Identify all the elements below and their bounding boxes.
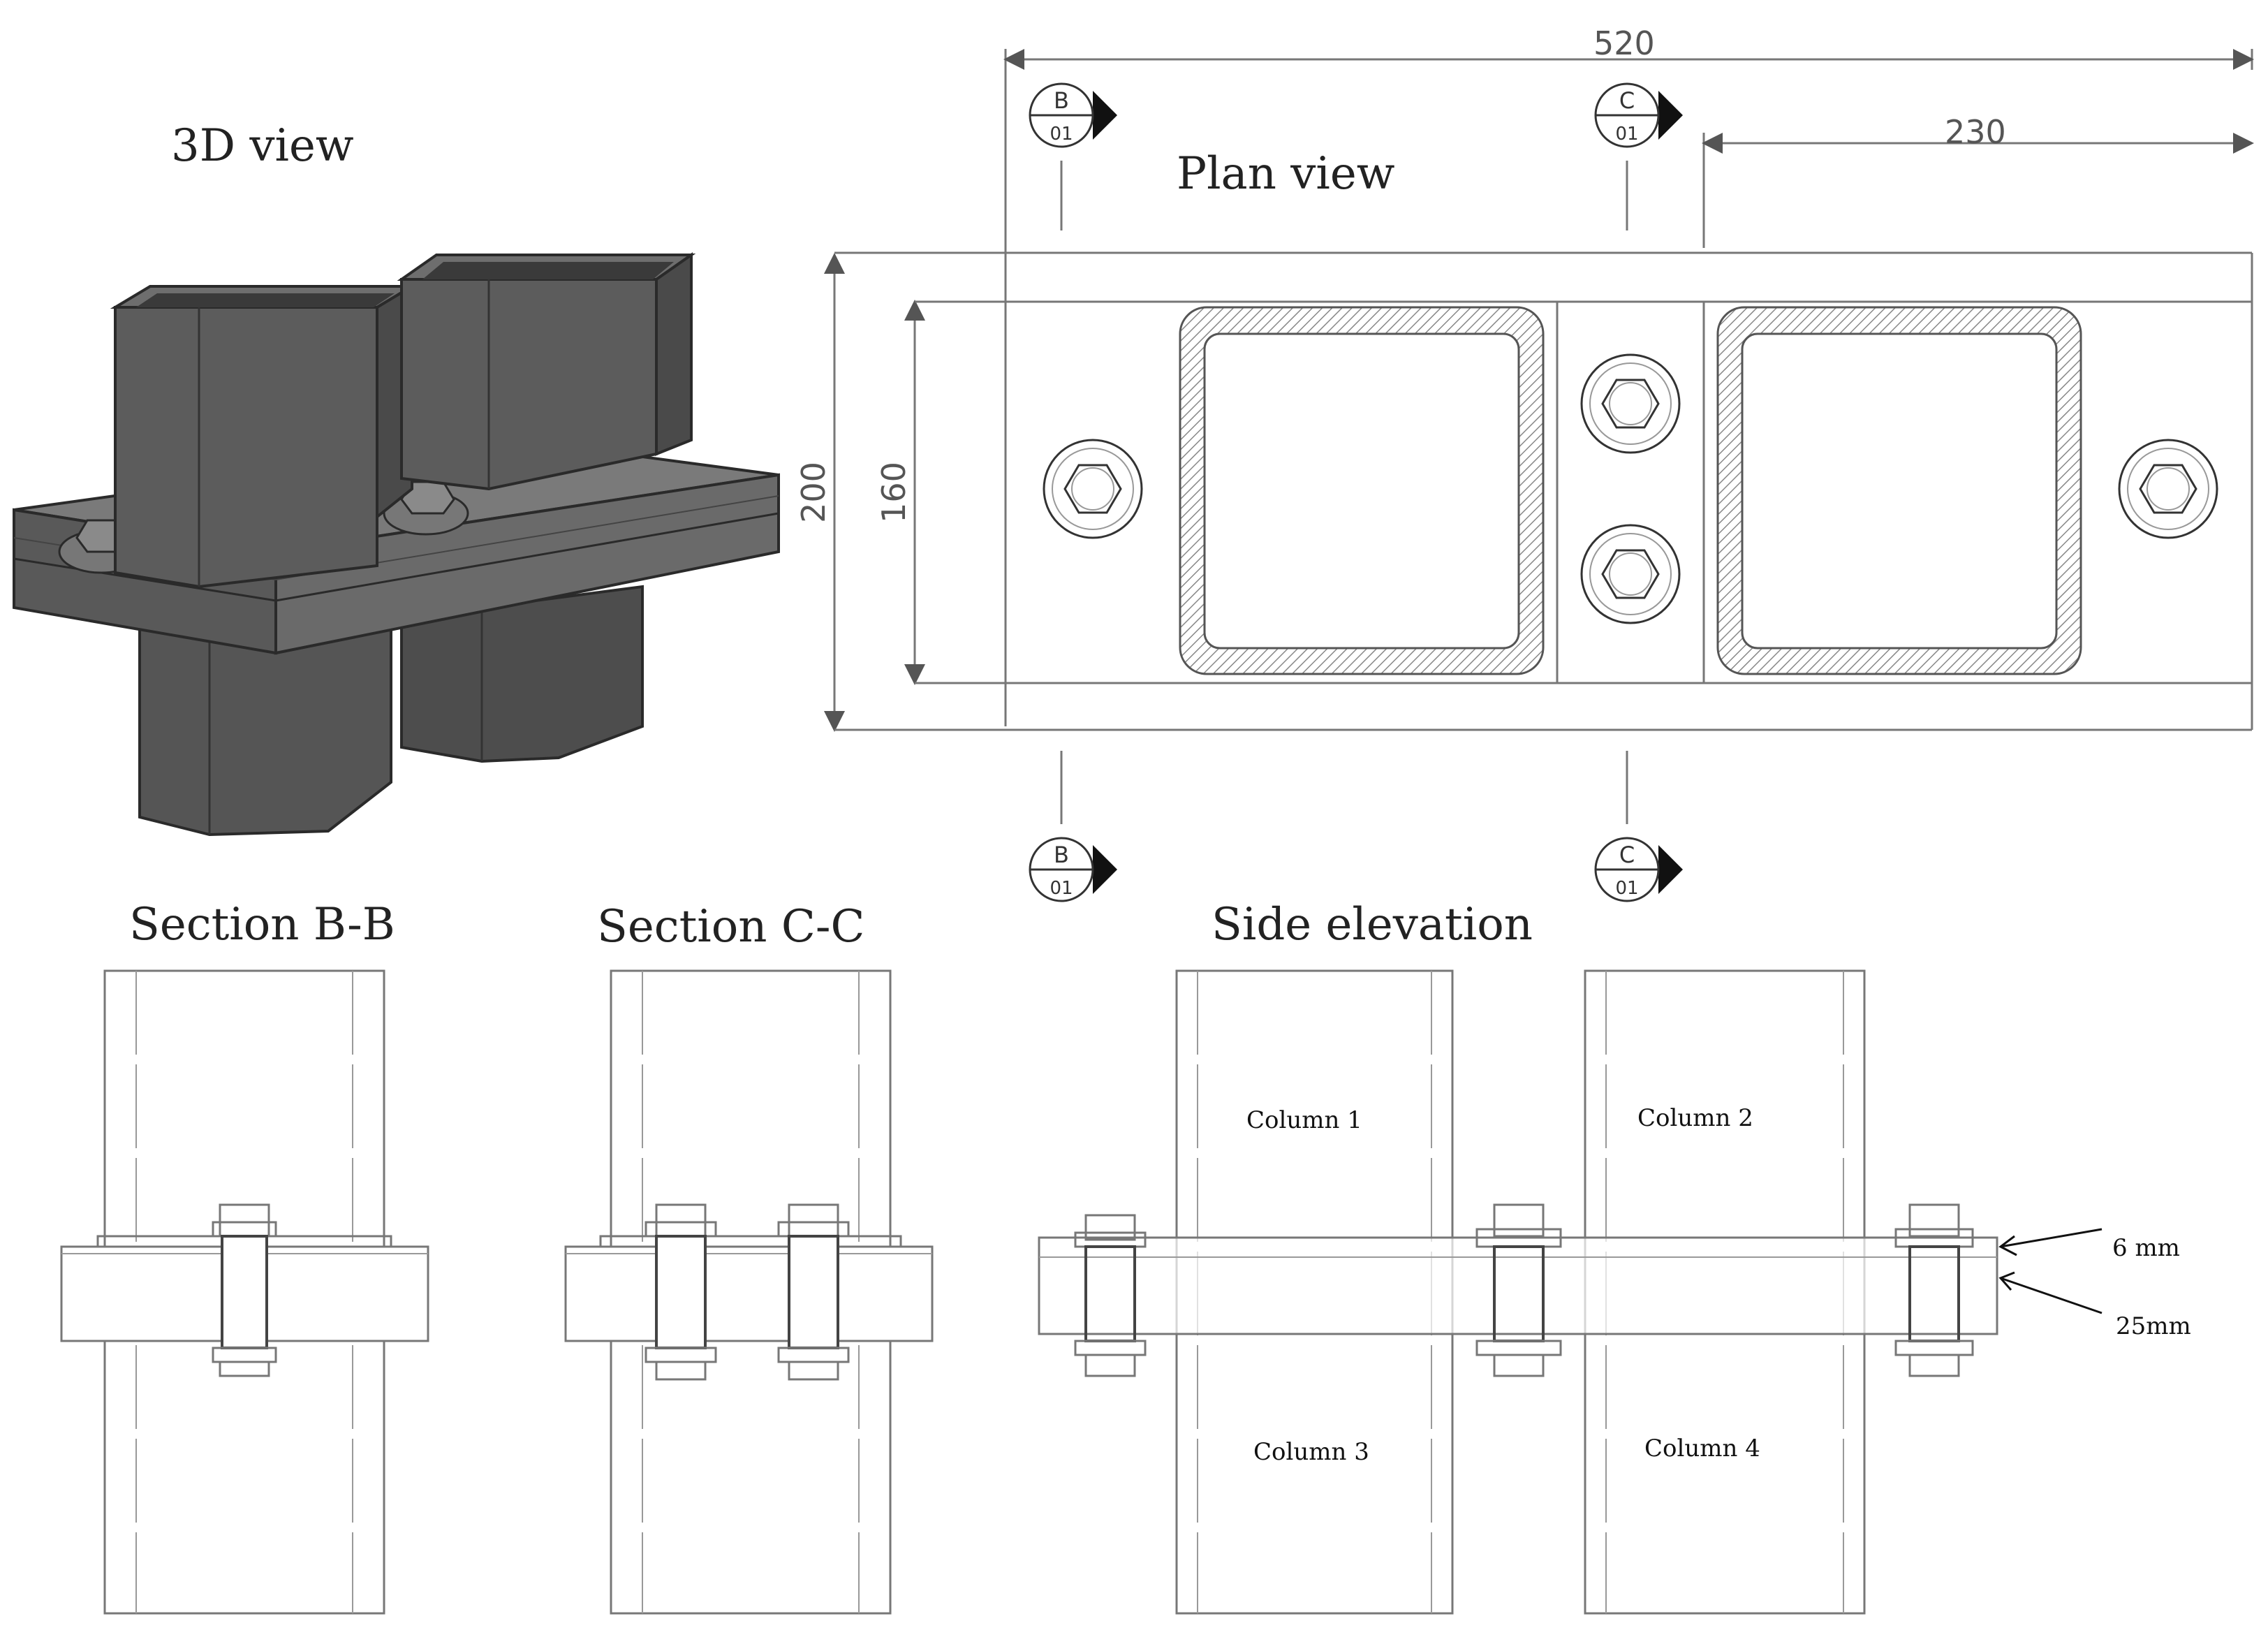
plan-view-title: Plan view	[1177, 148, 1395, 200]
plate-thickness-25mm: 25mm	[2116, 1312, 2191, 1340]
side-elevation: Side elevation	[1038, 899, 2191, 1615]
section-marker-c-bottom-letter: C	[1619, 842, 1635, 868]
plan-bolt-middle-bottom	[1580, 524, 1681, 624]
section-b-b-title: Section B-B	[129, 899, 395, 951]
section-b-bolt	[212, 1203, 277, 1377]
section-b-b: Section B-B	[60, 899, 429, 1615]
dimension-200-label: 200	[795, 462, 832, 523]
column-2-label: Column 2	[1637, 1104, 1753, 1132]
section-marker-b-top-sheet: 01	[1050, 124, 1073, 145]
side-bolt-middle	[1475, 1203, 1562, 1377]
plan-bolt-middle-top	[1580, 353, 1681, 454]
column-1-label: Column 1	[1246, 1106, 1362, 1134]
section-marker-b-bottom-sheet: 01	[1050, 878, 1073, 899]
plan-bolt-right	[2118, 439, 2218, 539]
dimension-160: 160	[875, 300, 925, 685]
view-3d-title: 3D view	[171, 120, 354, 172]
dimension-200: 200	[795, 253, 845, 732]
section-c-c-title: Section C-C	[597, 901, 864, 953]
plan-column-section-right	[1716, 306, 2082, 675]
3d-model	[13, 252, 780, 837]
section-marker-b-bottom-letter: B	[1054, 842, 1069, 868]
plan-bolt-left	[1043, 439, 1143, 539]
dimension-520: 520	[1003, 24, 2254, 726]
plan-view: Plan view 520 230 200 160	[795, 24, 2254, 902]
section-marker-c-bottom: C 01	[1594, 837, 1683, 902]
section-marker-c-top-letter: C	[1619, 87, 1635, 114]
dimension-520-label: 520	[1593, 24, 1655, 62]
bolt-3d-2	[383, 481, 469, 536]
section-marker-c-top: C 01	[1594, 82, 1683, 148]
section-c-c: Section C-C	[564, 901, 934, 1615]
plan-column-section-left	[1179, 306, 1545, 675]
section-marker-b-top-letter: B	[1054, 87, 1069, 114]
section-marker-c-top-sheet: 01	[1615, 124, 1638, 145]
plan-plate	[834, 251, 2253, 731]
side-bolt-right	[1894, 1203, 1974, 1377]
dimension-230-label: 230	[1945, 113, 2006, 151]
view-3d: 3D view	[13, 120, 780, 837]
dimension-160-label: 160	[875, 462, 913, 523]
plate-thickness-callout: 6 mm 25mm	[1998, 1228, 2191, 1340]
side-bolt-left	[1074, 1214, 1147, 1377]
column-4-label: Column 4	[1644, 1435, 1760, 1462]
section-c-bolt-right	[777, 1203, 850, 1381]
dimension-230: 230	[1702, 113, 2254, 248]
column-3-label: Column 3	[1253, 1438, 1369, 1466]
section-marker-c-bottom-sheet: 01	[1615, 878, 1638, 899]
section-c-bolt-left	[645, 1203, 717, 1381]
section-marker-b-top: B 01	[1029, 82, 1117, 148]
side-elevation-title: Side elevation	[1212, 899, 1533, 951]
section-marker-b-bottom: B 01	[1029, 837, 1117, 902]
plate-thickness-6mm: 6 mm	[2112, 1234, 2180, 1262]
